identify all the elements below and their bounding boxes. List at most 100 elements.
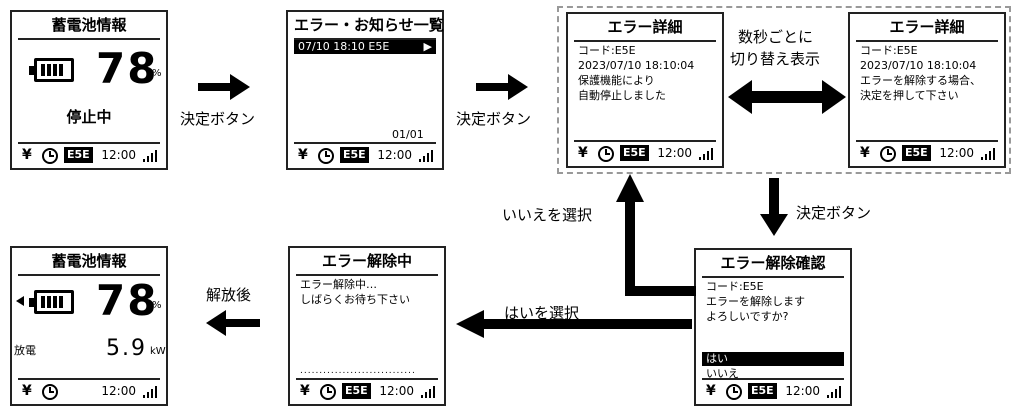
status-bar: ¥ E5E 12:00 — [18, 142, 160, 168]
signal-icon — [421, 386, 435, 398]
signal-icon — [827, 386, 841, 398]
battery-mode: 放電 — [14, 344, 36, 357]
error-code: コード:E5E — [578, 44, 636, 57]
clock-icon — [318, 148, 334, 164]
signal-icon — [699, 148, 713, 160]
signal-icon — [981, 148, 995, 160]
status-bar: ¥ 12:00 — [18, 378, 160, 404]
screen-title: エラー詳細 — [574, 14, 716, 42]
clock-icon — [42, 384, 58, 400]
yen-icon: ¥ — [860, 145, 870, 161]
arrow-up-elbow-icon — [616, 174, 696, 296]
discharge-arrow-icon — [16, 296, 24, 306]
label-enter-button-2: 決定ボタン — [456, 110, 532, 128]
error-list-item[interactable]: 07/10 18:10 E5E ▶ — [294, 40, 436, 54]
power-value: 5.9 — [106, 336, 147, 361]
error-code-badge: E5E — [342, 383, 371, 399]
status-time: 12:00 — [785, 384, 820, 398]
yen-icon: ¥ — [22, 147, 32, 163]
confirm-message-1: エラーを解除します — [706, 295, 805, 308]
option-yes[interactable]: はい — [702, 352, 844, 366]
clock-icon — [320, 384, 336, 400]
label-select-no: いいえを選択 — [502, 206, 593, 224]
clock-icon — [880, 146, 896, 162]
signal-icon — [143, 150, 157, 162]
label-toggle-line-1: 数秒ごとに — [738, 28, 814, 46]
screen-title: エラー解除中 — [296, 248, 438, 276]
arrow-right-icon — [198, 74, 250, 100]
label-toggle-line-2: 切り替え表示 — [730, 50, 821, 68]
page-indicator: 01/01 — [392, 128, 424, 141]
error-code-badge: E5E — [64, 147, 93, 163]
status-time: 12:00 — [939, 146, 974, 160]
percent-unit: % — [152, 300, 162, 311]
clock-icon — [726, 384, 742, 400]
status-bar: ¥ E5E 12:00 — [296, 378, 438, 404]
error-code: コード:E5E — [860, 44, 918, 57]
battery-icon — [29, 290, 74, 314]
yen-icon: ¥ — [300, 383, 310, 399]
option-no[interactable]: いいえ — [706, 367, 739, 380]
status-time: 12:00 — [657, 146, 692, 160]
battery-state: 停止中 — [66, 108, 112, 126]
screen-title: エラー解除確認 — [702, 250, 844, 278]
screen-battery-discharging: 蓄電池情報 78 % 放電 5.9 kW ¥ 12:00 — [10, 246, 168, 406]
label-enter-button-3: 決定ボタン — [796, 204, 872, 222]
release-message-1: エラー解除中… — [300, 278, 377, 291]
label-select-yes: はいを選択 — [504, 304, 580, 322]
double-arrow-icon — [728, 80, 846, 114]
yen-icon: ¥ — [706, 383, 716, 399]
signal-icon — [419, 150, 433, 162]
error-datetime: 2023/07/10 18:10:04 — [578, 59, 695, 72]
status-bar: ¥ E5E 12:00 — [294, 142, 436, 168]
percent-unit: % — [152, 68, 162, 79]
screen-title: 蓄電池情報 — [18, 248, 160, 276]
screen-error-list: エラー・お知らせ一覧 07/10 18:10 E5E ▶ 01/01 ¥ E5E… — [286, 10, 444, 170]
clock-icon — [598, 146, 614, 162]
yen-icon: ¥ — [578, 145, 588, 161]
error-list-item-text: 07/10 18:10 E5E — [298, 40, 390, 53]
label-enter-button-1: 決定ボタン — [180, 110, 256, 128]
screen-error-detail-2: エラー詳細 コード:E5E 2023/07/10 18:10:04 エラーを解除… — [848, 12, 1006, 168]
play-arrow-icon: ▶ — [423, 40, 432, 53]
arrow-right-icon — [476, 74, 528, 100]
error-code-badge: E5E — [340, 147, 369, 163]
error-code-badge: E5E — [902, 145, 931, 161]
screen-battery-stopped: 蓄電池情報 78 % 停止中 ¥ E5E 12:00 — [10, 10, 168, 170]
status-time: 12:00 — [101, 148, 136, 162]
signal-icon — [143, 386, 157, 398]
arrow-left-icon — [456, 310, 692, 338]
release-message-2: しばらくお待ち下さい — [300, 293, 410, 306]
screen-error-releasing: エラー解除中 エラー解除中… しばらくお待ち下さい ..............… — [288, 246, 446, 406]
error-message-1: 保護機能により — [578, 74, 655, 87]
status-bar: ¥ E5E 12:00 — [702, 378, 844, 404]
error-code-badge: E5E — [620, 145, 649, 161]
error-datetime: 2023/07/10 18:10:04 — [860, 59, 977, 72]
screen-title: 蓄電池情報 — [18, 12, 160, 40]
yen-icon: ¥ — [298, 147, 308, 163]
battery-icon — [29, 58, 74, 82]
label-after-release: 解放後 — [206, 286, 252, 304]
progress-dots: .............................. — [300, 366, 416, 376]
screen-title: エラー・お知らせ一覧 — [294, 12, 444, 40]
status-time: 12:00 — [379, 384, 414, 398]
screen-error-confirm: エラー解除確認 コード:E5E エラーを解除します よろしいですか? はい いい… — [694, 248, 852, 406]
battery-percent: 78 — [96, 44, 159, 93]
battery-percent: 78 — [96, 276, 159, 325]
error-code-badge: E5E — [748, 383, 777, 399]
arrow-down-icon — [760, 178, 788, 236]
status-bar: ¥ E5E 12:00 — [574, 140, 716, 166]
status-time: 12:00 — [377, 148, 412, 162]
error-message-2: 自動停止しました — [578, 89, 666, 102]
error-message-1: エラーを解除する場合、 — [860, 74, 981, 87]
power-unit: kW — [150, 346, 166, 357]
arrow-left-icon — [206, 310, 260, 336]
yen-icon: ¥ — [22, 383, 32, 399]
screen-title: エラー詳細 — [856, 14, 998, 42]
status-bar: ¥ E5E 12:00 — [856, 140, 998, 166]
error-message-2: 決定を押して下さい — [860, 89, 959, 102]
screen-error-detail-1: エラー詳細 コード:E5E 2023/07/10 18:10:04 保護機能によ… — [566, 12, 724, 168]
status-time: 12:00 — [101, 384, 136, 398]
detail-group-frame — [557, 6, 1011, 174]
clock-icon — [42, 148, 58, 164]
